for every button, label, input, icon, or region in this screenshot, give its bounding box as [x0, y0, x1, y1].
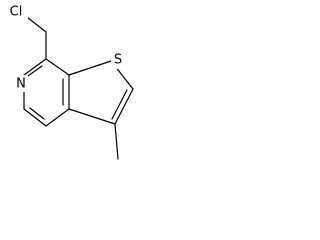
bond-c5-c4-inner — [29, 107, 45, 120]
n-label-background — [14, 75, 28, 92]
bond-c3-ch3 — [114, 123, 119, 160]
s-label-background — [111, 51, 124, 69]
sulfur-atom-label: S — [114, 53, 122, 68]
bond-c7-n6-inner — [27, 65, 43, 77]
chlorine-atom-label: Cl — [10, 5, 23, 20]
bond-c7a-s1 — [68, 60, 112, 76]
bond-c2-c3-inner — [111, 89, 128, 120]
cl-label-background — [4, 3, 28, 20]
nitrogen-atom-label: N — [16, 77, 26, 92]
bond-c3-c3a — [68, 108, 116, 125]
bond-c4-c3a — [45, 108, 70, 127]
bond-c2-c3 — [114, 88, 134, 125]
bond-c7-n6 — [23, 58, 47, 76]
chemical-structure-diagram: Cl N S — [4, 3, 134, 160]
bond-c5-c4 — [23, 108, 47, 127]
bond-c7a-c7 — [45, 58, 70, 76]
